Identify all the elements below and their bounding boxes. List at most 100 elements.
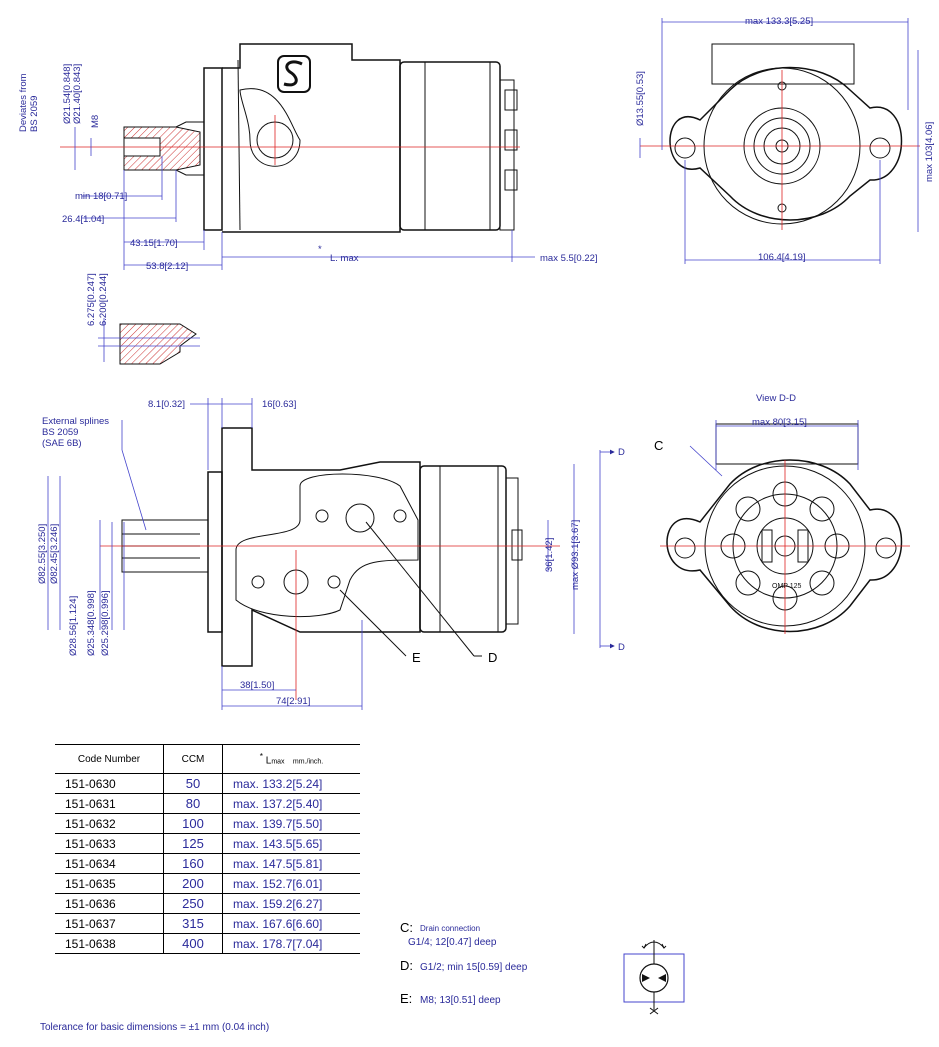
dim-d13-55: Ø13.55[0.53] xyxy=(635,71,646,126)
cell-ccm: 80 xyxy=(163,793,223,814)
cell-ccm: 250 xyxy=(163,893,223,914)
cell-lmax: max. 139.7[5.50] xyxy=(222,813,360,834)
dim-36: 36[1.42] xyxy=(544,538,555,572)
dim-d21-40: Ø21.40[0.843] xyxy=(72,64,83,124)
cell-ccm: 50 xyxy=(163,773,223,794)
header-lmax: * Lmax mm./inch. xyxy=(222,744,360,774)
cell-lmax: max. 143.5[5.65] xyxy=(222,833,360,854)
label-c: C xyxy=(654,438,663,453)
header-ccm: CCM xyxy=(163,744,223,774)
cell-lmax: max. 167.6[6.60] xyxy=(222,913,360,934)
cell-lmax: max. 159.2[6.27] xyxy=(222,893,360,914)
cell-code: 151-0634 xyxy=(55,853,164,874)
top-side-view xyxy=(60,43,535,365)
cell-ccm: 200 xyxy=(163,873,223,894)
dim-d82-45: Ø82.45[3.246] xyxy=(49,524,60,584)
note-d-key: D: xyxy=(400,958,413,973)
cell-code: 151-0637 xyxy=(55,913,164,934)
view-dd-label: View D-D xyxy=(756,393,796,404)
note-c-text1: Drain connection xyxy=(420,924,480,933)
dim-lmax: L. max xyxy=(330,253,359,264)
dim-d21-54: Ø21.54[0.848] xyxy=(62,64,73,124)
cell-code: 151-0632 xyxy=(55,813,164,834)
note-e-key: E: xyxy=(400,991,412,1006)
dim-8-1: 8.1[0.32] xyxy=(148,399,185,410)
note-c-key: C: xyxy=(400,920,413,935)
notes: C: Drain connection G1/4; 12[0.47] deep … xyxy=(40,920,528,1033)
hydraulic-motor-symbol-icon xyxy=(623,940,685,1015)
dim-16: 16[0.63] xyxy=(262,399,296,410)
dim-d82-55: Ø82.55[3.250] xyxy=(37,524,48,584)
dim-74: 74[2.91] xyxy=(276,696,310,707)
dim-6-200: 6.200[0.244] xyxy=(98,273,109,326)
dim-max-133-3: max 133.3[5.25] xyxy=(745,16,813,27)
bottom-side-labels: 8.1[0.32] 16[0.63] External splines BS 2… xyxy=(37,399,625,707)
tolerance-note: Tolerance for basic dimensions = ±1 mm (… xyxy=(40,1022,269,1033)
omp-125-label: OMP 125 xyxy=(772,583,802,590)
dim-min18: min 18[0.71] xyxy=(75,191,127,202)
cell-lmax: max. 137.2[5.40] xyxy=(222,793,360,814)
cell-ccm: 100 xyxy=(163,813,223,834)
bottom-side-view xyxy=(47,398,615,710)
dim-d25-298: Ø25.298[0.996] xyxy=(100,591,111,657)
dim-53-8: 53.8[2.12] xyxy=(146,261,188,272)
cell-lmax: max. 178.7[7.04] xyxy=(222,933,360,954)
top-front-view xyxy=(639,18,920,264)
bs2059-splines-label: BS 2059 xyxy=(42,427,78,438)
cell-code: 151-0635 xyxy=(55,873,164,894)
deviates-label: Deviates from xyxy=(18,73,29,132)
bottom-front-labels: View D-D max 80[3.15] C OMP 125 xyxy=(654,393,807,590)
dim-d25-348: Ø25.348[0.998] xyxy=(86,591,97,657)
cell-ccm: 160 xyxy=(163,853,223,874)
header-code-number: Code Number xyxy=(55,744,164,774)
dim-6-275: 6.275[0.247] xyxy=(86,273,97,326)
top-side-labels: Deviates from BS 2059 Ø21.54[0.848] Ø21.… xyxy=(18,64,598,326)
code-table: Code Number CCM * Lmax mm./inch. 151-063… xyxy=(55,744,360,954)
note-c-text2: G1/4; 12[0.47] deep xyxy=(408,937,497,948)
cell-code: 151-0633 xyxy=(55,833,164,854)
table-header-row: Code Number CCM * Lmax mm./inch. xyxy=(55,744,360,774)
cell-code: 151-0636 xyxy=(55,893,164,914)
dim-max-5-5: max 5.5[0.22] xyxy=(540,253,598,264)
cell-ccm: 400 xyxy=(163,933,223,954)
cell-code: 151-0630 xyxy=(55,773,164,794)
note-d-text: G1/2; min 15[0.59] deep xyxy=(420,962,528,973)
sae-6b-label: (SAE 6B) xyxy=(42,438,82,449)
dim-max-103: max 103[4.06] xyxy=(924,122,935,182)
header-max-sub: max xyxy=(271,758,285,766)
cell-ccm: 125 xyxy=(163,833,223,854)
cell-lmax: max. 152.7[6.01] xyxy=(222,873,360,894)
top-front-labels: max 133.3[5.25] Ø13.55[0.53] max 103[4.0… xyxy=(635,16,935,263)
cell-lmax: max. 147.5[5.81] xyxy=(222,853,360,874)
section-d-bottom: D xyxy=(618,642,625,653)
dim-max-d93-1: max Ø93.1[3.67] xyxy=(570,520,581,590)
dim-26-4: 26.4[1.04] xyxy=(62,214,104,225)
dim-max-80: max 80[3.15] xyxy=(752,417,807,428)
cell-code: 151-0638 xyxy=(55,933,164,954)
external-splines-label: External splines xyxy=(42,416,109,427)
dim-d28-56: Ø28.56[1.124] xyxy=(68,596,79,656)
cell-lmax: max. 133.2[5.24] xyxy=(222,773,360,794)
bottom-front-view xyxy=(660,420,910,634)
dim-43-15: 43.15[1.70] xyxy=(130,238,178,249)
label-e: E xyxy=(412,650,421,665)
dim-38: 38[1.50] xyxy=(240,680,274,691)
bs2059-label: BS 2059 xyxy=(29,96,40,132)
section-d-top: D xyxy=(618,447,625,458)
dim-m8: M8 xyxy=(90,115,101,128)
label-d: D xyxy=(488,650,497,665)
header-units: mm./inch. xyxy=(292,758,324,766)
dim-106-4: 106.4[4.19] xyxy=(758,252,806,263)
cell-code: 151-0631 xyxy=(55,793,164,814)
header-l: L xyxy=(265,755,272,767)
svg-text:*: * xyxy=(318,244,322,255)
note-e-text: M8; 13[0.51] deep xyxy=(420,995,501,1006)
